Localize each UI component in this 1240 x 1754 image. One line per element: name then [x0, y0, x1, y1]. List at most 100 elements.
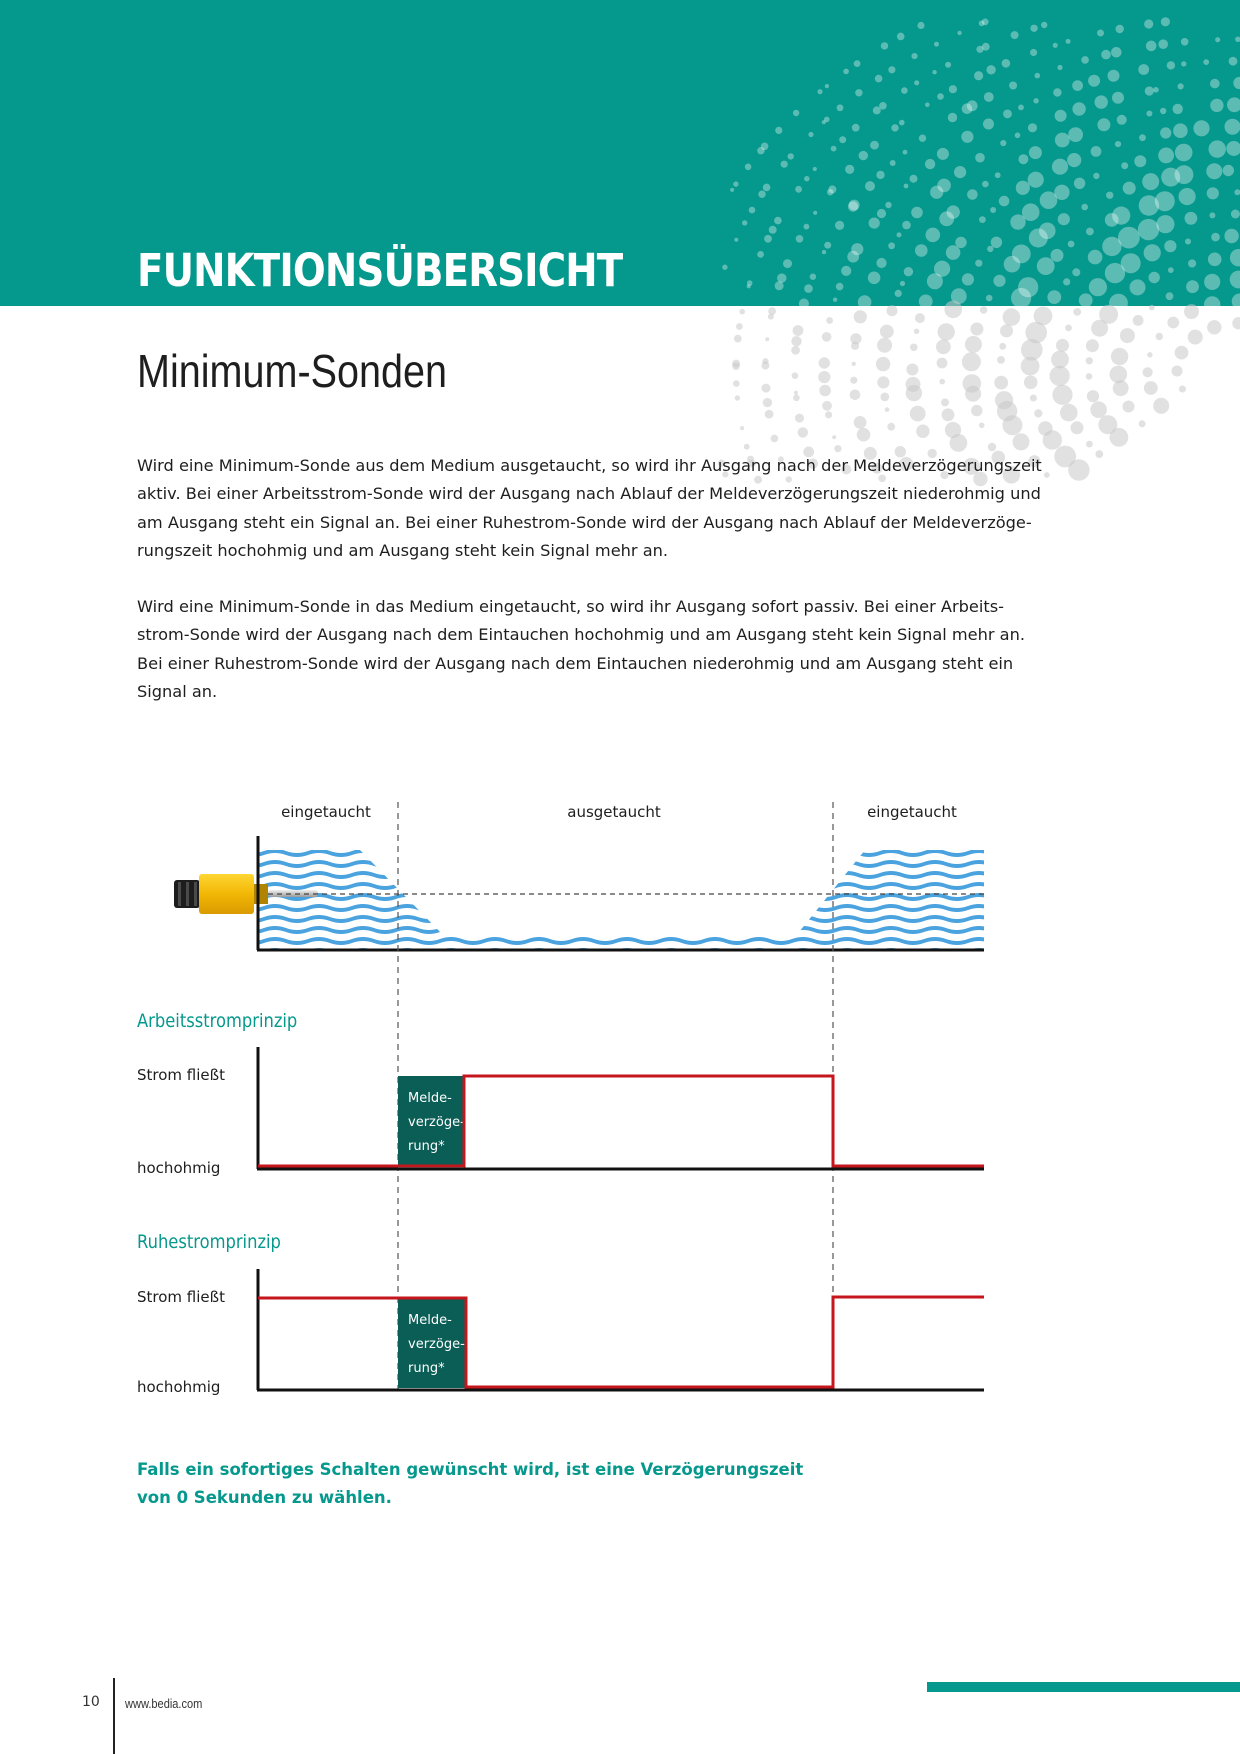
decor-dot: [981, 18, 989, 26]
decor-dot: [1145, 40, 1157, 52]
decor-dot: [1070, 421, 1084, 435]
decor-dot: [1065, 38, 1071, 44]
decor-dot: [1086, 227, 1094, 236]
delay-label-line: Melde-: [408, 1091, 452, 1106]
decor-dot: [1054, 109, 1067, 122]
decor-dot: [839, 136, 847, 144]
decor-dot: [795, 413, 804, 423]
decor-dot: [903, 183, 909, 189]
decor-dot: [803, 446, 815, 458]
decor-dot: [879, 102, 887, 110]
decor-dot: [1178, 385, 1186, 393]
decor-dot: [1234, 189, 1240, 196]
decor-dot: [941, 408, 955, 422]
decor-dot: [853, 60, 861, 67]
decor-dot: [899, 280, 906, 287]
decor-dot: [1085, 357, 1094, 365]
decor-dot: [1144, 19, 1154, 29]
decor-dot: [1098, 415, 1118, 435]
decor-dot: [961, 130, 974, 143]
decor-dot: [1122, 400, 1135, 413]
decor-dot: [1104, 262, 1126, 284]
decor-dot: [1166, 61, 1176, 70]
decor-dot: [944, 300, 962, 319]
decor-dot: [824, 116, 830, 123]
decor-dot: [1184, 304, 1199, 320]
decor-dot: [746, 280, 753, 286]
paragraph-line: aktiv. Bei einer Arbeitsstrom-Sonde wird…: [137, 484, 1041, 504]
decor-dot: [1018, 154, 1029, 165]
decor-dot: [1054, 132, 1070, 148]
decor-dot: [857, 295, 872, 309]
footer-divider: [113, 1678, 115, 1754]
decor-dot: [856, 427, 871, 442]
decor-dot: [785, 476, 792, 483]
decor-dot: [1232, 317, 1240, 330]
decor-dot: [764, 234, 772, 243]
decor-dot: [879, 324, 894, 339]
decor-dot: [791, 372, 799, 380]
decor-dot: [1057, 213, 1070, 226]
decor-dot: [950, 288, 967, 305]
decor-dot: [1138, 64, 1150, 75]
footer-url[interactable]: www.bedia.com: [125, 1696, 203, 1711]
probe-icon: [174, 874, 318, 914]
decor-dot: [1043, 472, 1050, 478]
paragraph-line: Wird eine Minimum-Sonde in das Medium ei…: [137, 597, 1004, 616]
decor-dot: [1000, 140, 1007, 147]
decor-dot: [940, 471, 949, 480]
decor-dot: [1068, 127, 1083, 142]
decor-dot: [1129, 279, 1146, 296]
decor-dot: [803, 223, 810, 230]
decor-dot: [1121, 162, 1129, 170]
decor-dot: [1041, 21, 1048, 29]
decor-dot: [1086, 440, 1093, 448]
decor-dot: [1093, 172, 1100, 180]
decor-dot: [1088, 278, 1107, 297]
decor-dot: [1118, 226, 1140, 249]
ruhestrom-high-label: Strom fließt: [137, 1288, 225, 1306]
decor-dot: [903, 267, 914, 277]
decor-dot: [742, 220, 748, 226]
decor-dot: [985, 294, 993, 302]
decor-dot: [990, 236, 1003, 248]
decor-dot: [932, 70, 937, 75]
decor-dot: [961, 352, 981, 372]
decor-dot: [1224, 228, 1239, 244]
ruhestrom-signal-line: [258, 1295, 984, 1389]
decor-dot: [961, 273, 975, 286]
decor-dot: [1054, 184, 1070, 200]
decor-dot: [774, 216, 782, 225]
ruhestrom-delay-box: [398, 1298, 466, 1388]
decor-dot: [1188, 259, 1197, 268]
delay-label-line: rung*: [408, 1361, 445, 1376]
decor-dot: [918, 294, 933, 309]
decor-dot: [1021, 339, 1043, 361]
decor-dot: [1160, 127, 1172, 139]
decor-dot: [954, 166, 967, 179]
decor-dot: [824, 241, 832, 249]
decor-dot: [734, 237, 739, 242]
decor-dot: [965, 385, 982, 402]
decor-dot: [937, 93, 944, 100]
decor-dot: [792, 109, 800, 117]
decor-dot: [818, 357, 830, 369]
decor-dot: [990, 207, 997, 213]
decor-dot: [1073, 177, 1086, 189]
decor-dot: [884, 407, 890, 412]
decor-dot: [1143, 244, 1161, 262]
water-level-shape: [258, 850, 984, 950]
decor-dot: [885, 201, 892, 209]
decor-dot: [1091, 319, 1109, 337]
decor-dot: [1003, 109, 1012, 119]
decor-dot: [947, 112, 958, 123]
decor-dot: [1112, 91, 1124, 104]
decor-dot: [894, 446, 906, 458]
decor-dot: [1143, 381, 1158, 395]
decor-dot: [1099, 304, 1119, 324]
decor-dot: [1142, 173, 1160, 191]
decor-dot: [821, 120, 826, 125]
decor-dot: [1115, 24, 1124, 34]
decor-dot: [1207, 252, 1222, 267]
decor-dot: [1063, 278, 1071, 286]
